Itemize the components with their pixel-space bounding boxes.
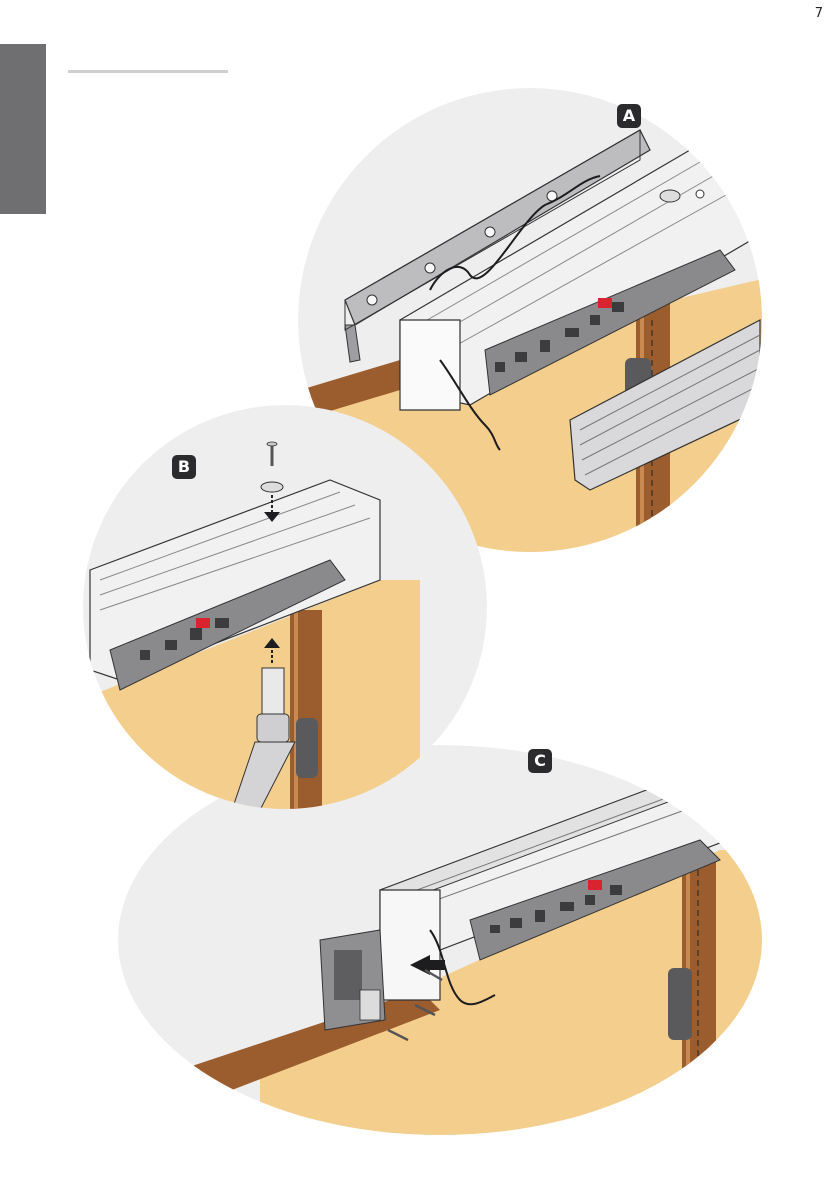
step-b-badge: B xyxy=(172,455,196,479)
step-c-badge: C xyxy=(528,749,552,773)
step-a-badge: A xyxy=(617,104,641,128)
detail-c xyxy=(118,745,780,1160)
